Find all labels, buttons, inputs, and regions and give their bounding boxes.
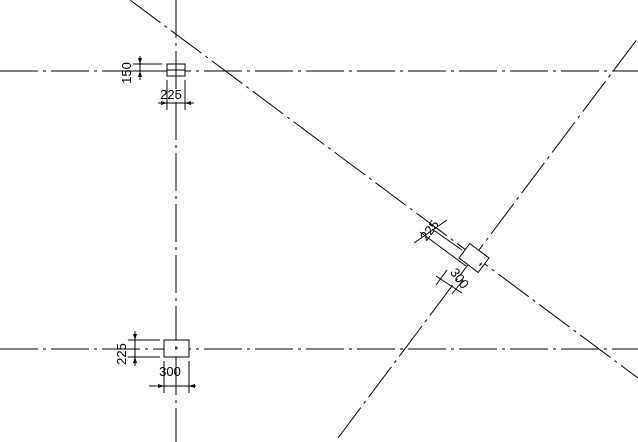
- dimension-300-bottom-label: 300: [159, 364, 181, 379]
- dimension-225-top: 225: [158, 80, 194, 110]
- grid-line-diagonal-ascending[interactable]: [337, 37, 638, 439]
- dimension-225-bottom-label: 225: [114, 343, 129, 365]
- column-rotated[interactable]: [458, 242, 490, 274]
- dimension-225-rotated: 225: [413, 217, 467, 267]
- grid-line-diagonal-descending[interactable]: [129, 0, 638, 379]
- dimension-225-top-label: 225: [160, 87, 182, 102]
- column-bottom-left[interactable]: [163, 339, 190, 358]
- dimension-300-bottom: 300: [149, 361, 196, 393]
- dimension-150: 150: [119, 56, 162, 84]
- dimension-300-rotated: 300: [435, 265, 472, 295]
- dimension-225-bottom: 225: [114, 331, 160, 366]
- dimension-225-rotated-label: 225: [417, 217, 442, 243]
- column-top-left[interactable]: [166, 63, 186, 77]
- dimension-150-label: 150: [119, 62, 134, 84]
